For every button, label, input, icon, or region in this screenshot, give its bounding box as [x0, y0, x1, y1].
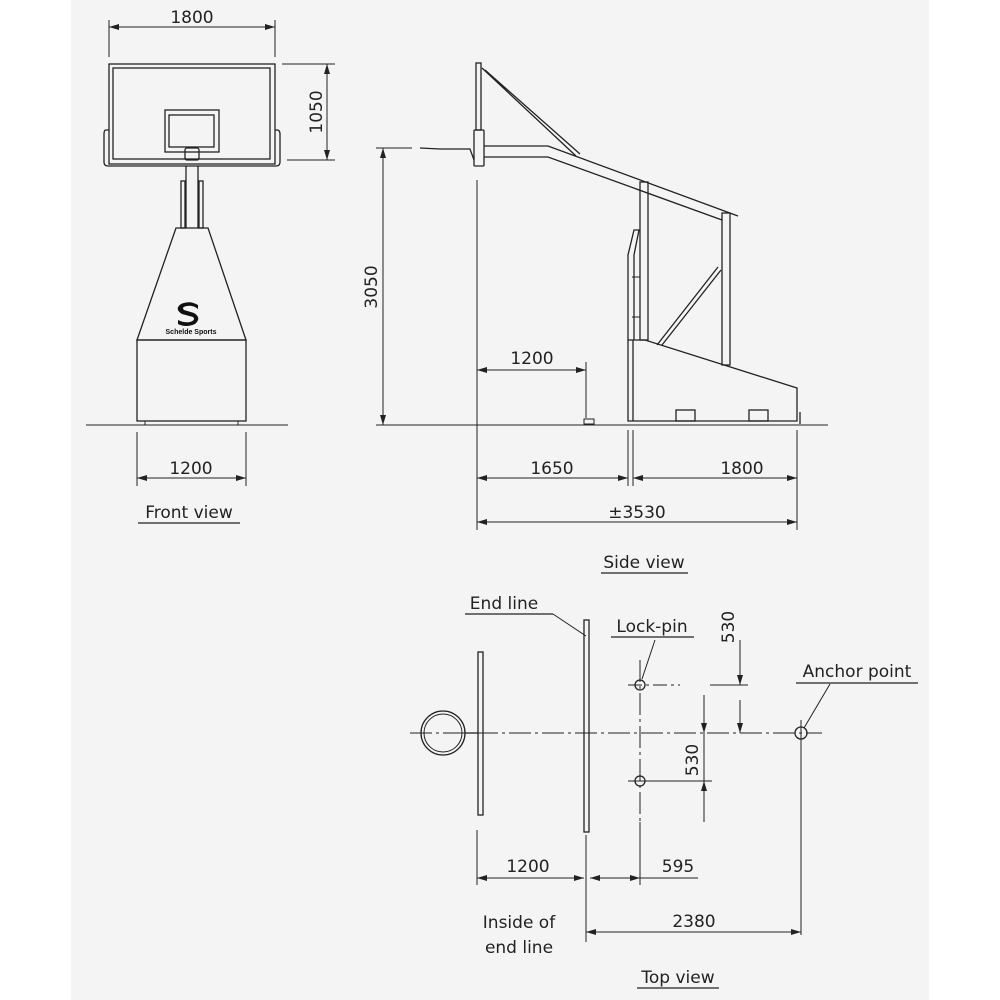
- inside-end-line-label-2: end line: [485, 938, 553, 958]
- side-dim-overhang: 1200: [477, 349, 595, 425]
- side-dim-front-label: 1650: [530, 459, 573, 479]
- front-dim-width: 1800: [108, 8, 276, 57]
- top-dim-anchor-label: 2380: [672, 912, 715, 932]
- lock-pins: Lock-pin: [611, 617, 712, 822]
- lock-pin-label: Lock-pin: [616, 617, 687, 637]
- pin-dims: 530 530: [683, 611, 748, 822]
- side-view: 3050 1200: [362, 62, 828, 574]
- top-view: End line Lock-pin 530 530 A: [410, 594, 918, 989]
- side-dim-overhang-label: 1200: [510, 349, 553, 369]
- dim-pin-lower-label: 530: [683, 744, 703, 776]
- end-line-label: End line: [470, 594, 538, 614]
- base-side: [627, 339, 801, 424]
- front-view: 1800 1050 S: [86, 8, 335, 524]
- end-line-callout: End line: [465, 594, 587, 637]
- end-line-mark: [583, 619, 590, 833]
- anchor-point: Anchor point: [794, 662, 918, 935]
- logo-text: Schelde Sports: [166, 329, 217, 336]
- front-dim-base-label: 1200: [169, 459, 212, 479]
- inside-end-line-label-1: Inside of: [483, 913, 556, 933]
- side-view-title: Side view: [603, 553, 684, 573]
- side-dim-height: 3050: [362, 147, 412, 425]
- base-front: Schelde Sports: [136, 227, 247, 425]
- anchor-point-label: Anchor point: [803, 662, 912, 682]
- drawing-background: [71, 0, 929, 1000]
- schelde-sports-logo: Schelde Sports: [166, 302, 217, 336]
- backboard-top: [477, 651, 484, 816]
- boom-side: [419, 62, 739, 366]
- top-dim-pin-offset-label: 595: [662, 857, 694, 877]
- top-dims: 1200 595 2380 Inside of end line: [476, 822, 801, 958]
- front-dim-base: 1200: [136, 432, 247, 486]
- dim-pin-upper-label: 530: [719, 611, 739, 643]
- side-dim-height-label: 3050: [362, 265, 382, 308]
- side-dim-base-label: 1800: [720, 459, 763, 479]
- front-view-title: Front view: [145, 503, 233, 523]
- front-dim-width-label: 1800: [170, 8, 213, 28]
- backboard-front: [103, 63, 281, 167]
- front-dim-height-label: 1050: [307, 90, 327, 133]
- top-view-title: Top view: [640, 968, 714, 988]
- front-dim-height: 1050: [282, 63, 335, 161]
- top-dim-overhang-label: 1200: [506, 857, 549, 877]
- side-dims-bottom: 1650 1800 ±3530: [477, 430, 798, 530]
- side-dim-total-label: ±3530: [608, 503, 666, 523]
